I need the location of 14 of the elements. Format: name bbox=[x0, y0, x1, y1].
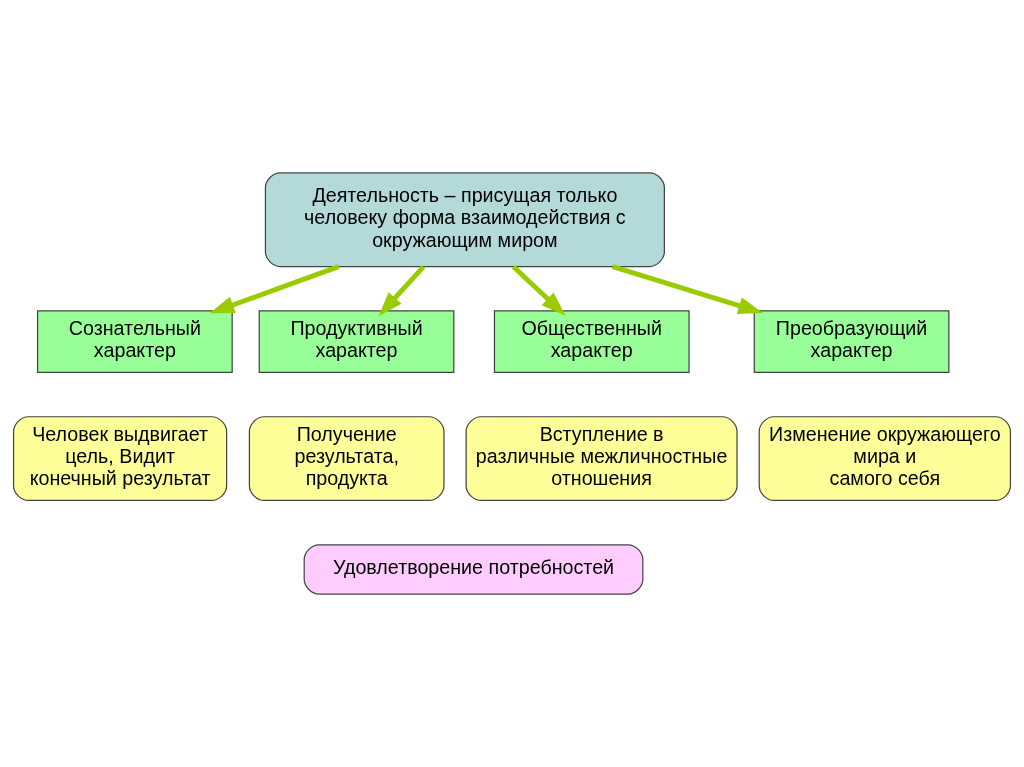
node-box: Продуктивный характер bbox=[258, 310, 455, 374]
node-box: Сознательный характер bbox=[36, 310, 233, 374]
arrow bbox=[511, 265, 566, 316]
node-box: Получение результата, продукта bbox=[248, 416, 445, 502]
node-box: Человек выдвигает цель, Видит конечный результат bbox=[12, 416, 228, 502]
node-box: Деятельность – присущая только человеку форма взаимодействия с окружающим миром bbox=[264, 172, 665, 268]
node-box: Удовлетворение потребностей bbox=[303, 544, 644, 595]
arrow bbox=[209, 264, 340, 314]
node-box: Вступление в различные межличностные отношения bbox=[465, 416, 738, 502]
arrow bbox=[378, 265, 426, 317]
arrow bbox=[612, 264, 763, 314]
node-box: Преобразующий характер bbox=[753, 310, 950, 374]
node-box: Изменение окружающего мира и самого себя bbox=[758, 416, 1012, 502]
node-box: Общественный характер bbox=[493, 310, 690, 374]
